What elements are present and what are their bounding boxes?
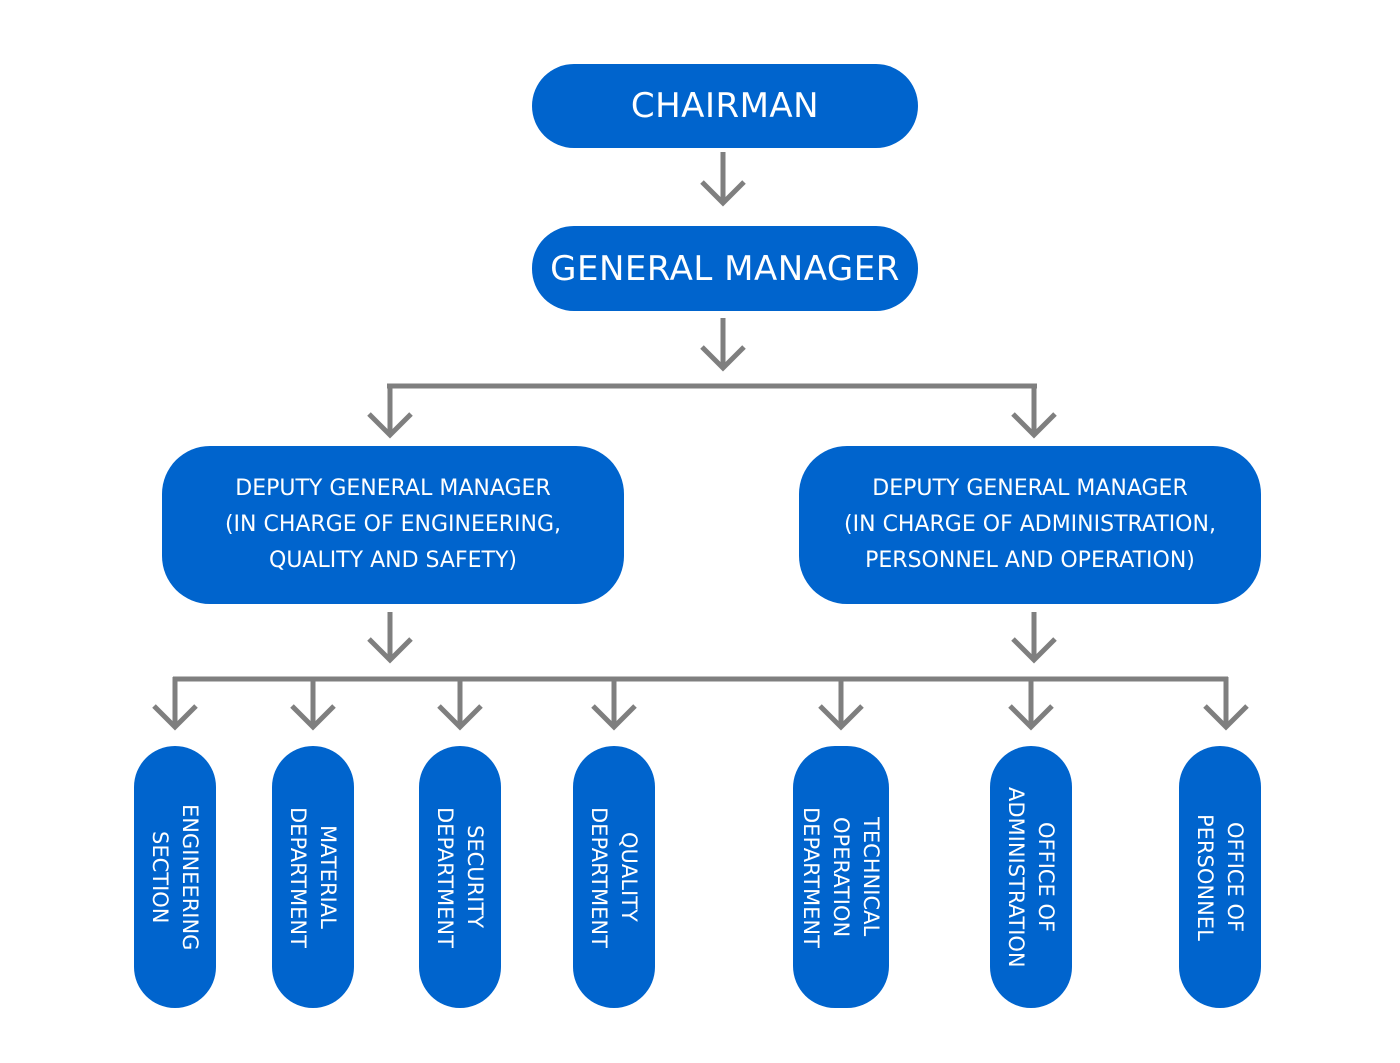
security-department-line-1: SECURITY (463, 825, 487, 929)
arrowhead-deputy-left-down (367, 637, 413, 664)
office-of-administration-box: OFFICE OF ADMINISTRATION (990, 746, 1072, 1008)
arrowhead-gm (700, 180, 746, 207)
security-department-box: SECURITY DEPARTMENT (419, 746, 501, 1008)
arrowhead-dept-2 (290, 704, 336, 731)
deputy-left-line-2: (IN CHARGE OF ENGINEERING, (224, 512, 562, 537)
arrowhead-dept-1 (152, 704, 198, 731)
general-manager-box: GENERAL MANAGER (532, 226, 918, 311)
arrowhead-deputy-right (1011, 412, 1057, 439)
general-manager-label: GENERAL MANAGER (550, 248, 900, 289)
material-department-line-2: DEPARTMENT (286, 806, 310, 948)
chairman-box: CHAIRMAN (532, 64, 918, 148)
deputy-right-line-1: DEPUTY GENERAL MANAGER (872, 476, 1188, 501)
quality-department-line-1: QUALITY (617, 832, 641, 922)
technical-operation-department-box: TECHNICAL OPERATION DEPARTMENT (793, 746, 889, 1008)
office-of-personnel-box: OFFICE OF PERSONNEL (1179, 746, 1261, 1008)
quality-department-line-2: DEPARTMENT (587, 806, 611, 948)
deputy-gm-engineering-box: DEPUTY GENERAL MANAGER (IN CHARGE OF ENG… (162, 446, 624, 604)
technical-operation-line-1: TECHNICAL (859, 817, 883, 937)
technical-operation-line-3: DEPARTMENT (799, 806, 823, 948)
engineering-section-line-2: SECTION (148, 830, 172, 924)
arrowhead-dept-4 (591, 704, 637, 731)
deputy-left-line-3: QUALITY AND SAFETY) (269, 548, 517, 573)
office-personnel-line-2: PERSONNEL (1193, 813, 1217, 941)
arrowhead-dept-7 (1203, 704, 1249, 731)
material-department-line-1: MATERIAL (316, 825, 340, 929)
engineering-section-line-1: ENGINEERING (178, 803, 202, 951)
technical-operation-line-2: OPERATION (829, 816, 853, 938)
engineering-section-box: ENGINEERING SECTION (134, 746, 216, 1008)
material-department-box: MATERIAL DEPARTMENT (272, 746, 354, 1008)
chairman-label: CHAIRMAN (630, 86, 820, 126)
office-personnel-line-1: OFFICE OF (1223, 821, 1247, 933)
security-department-line-2: DEPARTMENT (433, 806, 457, 948)
deputy-right-line-2: (IN CHARGE OF ADMINISTRATION, (844, 512, 1216, 537)
arrowhead-dept-3 (437, 704, 483, 731)
arrowhead-dept-5 (818, 704, 864, 731)
arrowhead-dept-6 (1008, 704, 1054, 731)
deputy-right-line-3: PERSONNEL AND OPERATION) (865, 548, 1195, 573)
quality-department-box: QUALITY DEPARTMENT (573, 746, 655, 1008)
office-administration-line-2: ADMINISTRATION (1004, 786, 1028, 968)
arrowhead-deputy-left (367, 412, 413, 439)
arrowhead-deputy-right-down (1011, 637, 1057, 664)
deputy-left-line-1: DEPUTY GENERAL MANAGER (235, 476, 551, 501)
deputy-gm-administration-box: DEPUTY GENERAL MANAGER (IN CHARGE OF ADM… (799, 446, 1261, 604)
office-administration-line-1: OFFICE OF (1034, 821, 1058, 933)
arrowhead-branch (700, 345, 746, 372)
